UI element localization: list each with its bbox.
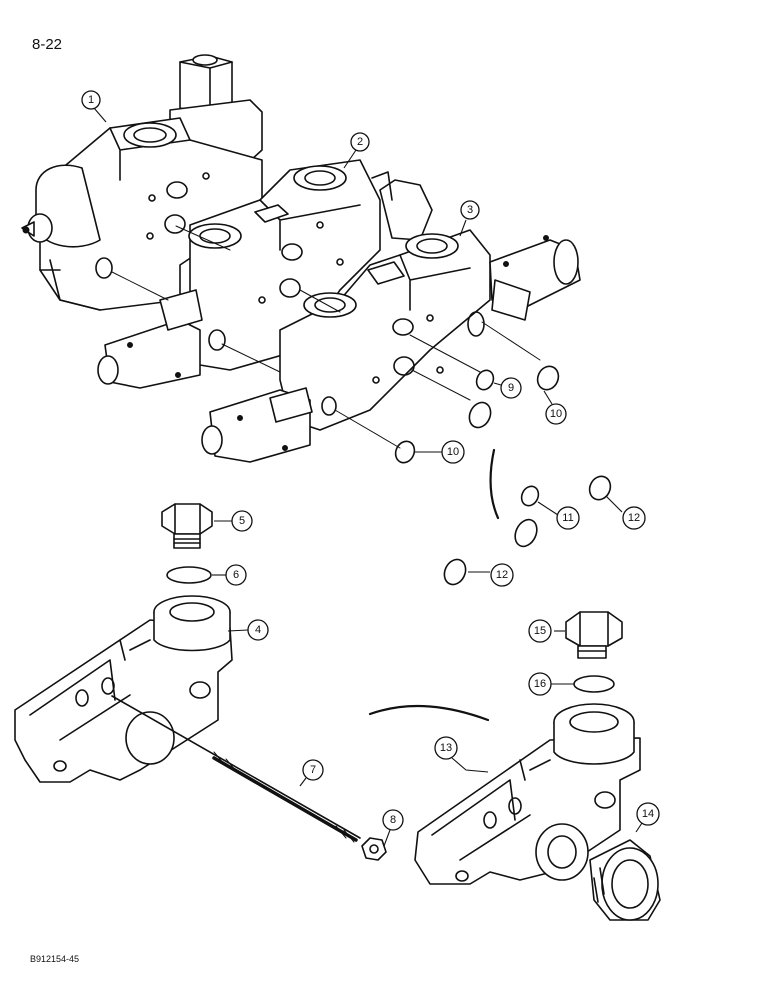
svg-text:10: 10 — [550, 408, 562, 420]
svg-text:12: 12 — [496, 569, 508, 581]
o-ring-6 — [166, 566, 212, 584]
callout-13: 13 — [434, 736, 458, 760]
callout-11: 11 — [556, 506, 580, 530]
valve-section-3 — [201, 229, 581, 463]
valve-section-2 — [97, 159, 433, 389]
o-ring-16 — [573, 675, 615, 693]
end-cover-4 — [14, 595, 233, 783]
callout-8: 8 — [382, 809, 404, 831]
o-rings — [394, 365, 612, 586]
callout-6: 6 — [225, 564, 247, 586]
alignment-lines — [111, 225, 541, 449]
adapter-14 — [589, 839, 661, 921]
callout-1: 1 — [81, 90, 101, 110]
callout-2: 2 — [350, 132, 370, 152]
callout-10a: 10 — [545, 403, 567, 425]
svg-text:8: 8 — [390, 814, 396, 826]
callout-7: 7 — [302, 759, 324, 781]
end-cover-13 — [414, 703, 641, 885]
svg-text:12: 12 — [628, 512, 640, 524]
callout-10b: 10 — [441, 440, 465, 464]
page-number: 8-22 — [32, 36, 63, 53]
svg-text:11: 11 — [562, 512, 573, 524]
svg-text:3: 3 — [467, 204, 473, 216]
callout-15: 15 — [528, 619, 552, 643]
valve-section-1 — [21, 54, 263, 311]
tie-bolt-7 — [111, 695, 361, 843]
direction-stroke — [368, 704, 490, 722]
callout-16: 16 — [528, 672, 552, 696]
leader-lines — [93, 107, 645, 847]
svg-text:15: 15 — [534, 625, 546, 637]
svg-text:6: 6 — [233, 569, 239, 581]
callout-12b: 12 — [490, 563, 514, 587]
svg-text:1: 1 — [88, 94, 94, 106]
callout-12a: 12 — [622, 506, 646, 530]
callout-5: 5 — [231, 510, 253, 532]
svg-text:16: 16 — [534, 678, 546, 690]
plug-5 — [161, 503, 213, 549]
svg-text:7: 7 — [310, 764, 316, 776]
callout-14: 14 — [636, 802, 660, 826]
figure-code: B912154-45 — [30, 954, 80, 964]
svg-text:10: 10 — [447, 446, 459, 458]
svg-text:14: 14 — [642, 808, 654, 820]
svg-text:5: 5 — [239, 515, 245, 527]
callout-4: 4 — [247, 619, 269, 641]
svg-text:13: 13 — [440, 742, 452, 754]
nut-8 — [361, 837, 387, 861]
svg-text:9: 9 — [508, 382, 514, 394]
callout-3: 3 — [460, 200, 480, 220]
svg-text:4: 4 — [255, 624, 261, 636]
plug-15 — [565, 611, 623, 659]
callout-9: 9 — [500, 377, 522, 399]
svg-text:2: 2 — [357, 136, 363, 148]
